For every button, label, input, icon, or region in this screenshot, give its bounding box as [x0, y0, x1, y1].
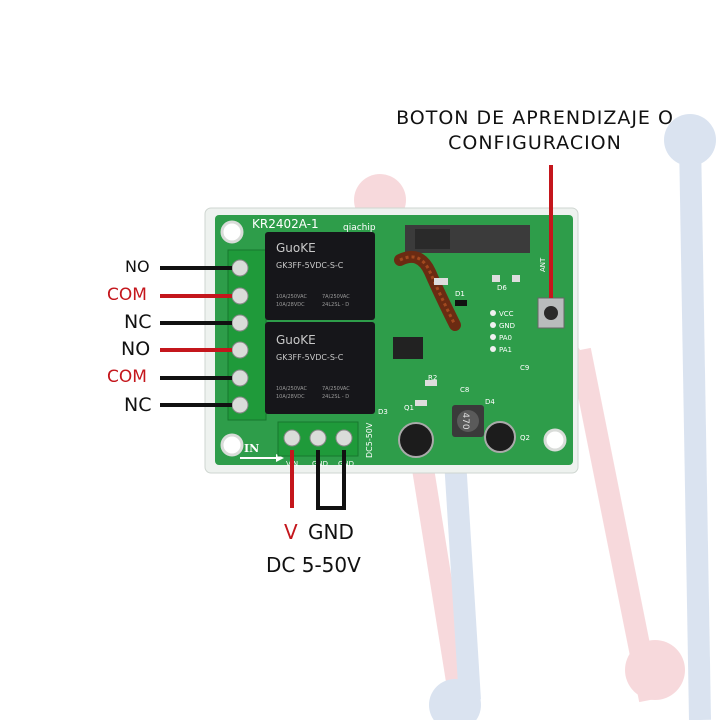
- terminal-screw: [231, 259, 249, 277]
- title-line-2: CONFIGURACION: [448, 131, 622, 154]
- r2-label: R2: [428, 374, 437, 382]
- mount-hole: [543, 428, 567, 452]
- relay-rating: 7A/250VAC: [322, 294, 350, 300]
- power-v-label: V: [284, 520, 298, 544]
- dc-range-label: DC5-50V: [365, 422, 374, 458]
- chip: [393, 337, 423, 359]
- d3-label: D3: [378, 408, 388, 416]
- power-gnd-label: GND: [308, 520, 354, 544]
- smd: [455, 300, 467, 306]
- q1-label: Q1: [404, 404, 414, 412]
- relay-1: GuoKE GK3FF-5VDC-S-C 10A/250VAC 10A/28VD…: [265, 232, 375, 320]
- relay-rating: 10A/28VDC: [276, 302, 305, 308]
- terminal-screw: [231, 314, 249, 332]
- terminal-screw: [309, 429, 327, 447]
- title-line-1: BOTON DE APRENDIZAJE O: [396, 107, 674, 129]
- relay-brand: GuoKE: [276, 241, 316, 255]
- relay-brand: GuoKE: [276, 333, 316, 347]
- smd: [425, 380, 437, 386]
- pin-pa0-label: PA0: [499, 334, 512, 342]
- gnd-label: GND: [338, 460, 354, 468]
- terminal-screw: [231, 341, 249, 359]
- smd: [512, 275, 520, 282]
- config-button-title: BOTON DE APRENDIZAJE O CONFIGURACION: [360, 106, 710, 155]
- ant-label: ANT: [539, 257, 547, 272]
- d1-label: D1: [455, 290, 465, 298]
- terminal-screw: [283, 429, 301, 447]
- relay-rating: 10A/250VAC: [276, 294, 307, 300]
- power-range-label: DC 5-50V: [266, 553, 361, 577]
- terminal-label-nc-2: NC: [124, 394, 152, 416]
- pin-gnd-label: GND: [499, 322, 515, 330]
- smd: [415, 400, 427, 406]
- relay-rating: 10A/28VDC: [276, 394, 305, 400]
- relay-rating: 24L2SL - D: [322, 394, 349, 400]
- board-brand-label: qiachip: [343, 223, 376, 233]
- terminal-label-com-2: COM: [107, 367, 147, 387]
- terminal-screw: [231, 287, 249, 305]
- capacitor: [398, 422, 434, 458]
- terminal-label-no-1: NO: [125, 257, 150, 276]
- relay-rating: 10A/250VAC: [276, 386, 307, 392]
- capacitor: [484, 421, 516, 453]
- relay-model: GK3FF-5VDC-S-C: [276, 353, 344, 362]
- wire-gnd: [316, 450, 346, 510]
- terminal-label-nc-1: NC: [124, 311, 152, 333]
- d4-label: D4: [485, 398, 495, 406]
- inductor-value: 470: [460, 412, 470, 429]
- terminal-label-no-2: NO: [121, 338, 151, 360]
- relay-rating: 24L2SL - D: [322, 302, 349, 308]
- d6-label: D6: [497, 284, 507, 292]
- pin-pa1-label: PA1: [499, 346, 512, 354]
- relay-model: GK3FF-5VDC-S-C: [276, 261, 344, 270]
- q2-label: Q2: [520, 434, 530, 442]
- mount-hole: [220, 433, 244, 457]
- learn-button-cap[interactable]: [544, 306, 558, 320]
- mount-hole: [220, 220, 244, 244]
- antenna-coil: [394, 251, 461, 331]
- pin-vcc-label: VCC: [499, 310, 514, 318]
- in-label: IN: [244, 442, 259, 455]
- terminal-screw: [335, 429, 353, 447]
- terminal-screw: [231, 369, 249, 387]
- board-model-label: KR2402A-1: [252, 217, 319, 231]
- c8-label: C8: [460, 386, 469, 394]
- smd: [492, 275, 500, 282]
- relay-rating: 7A/250VAC: [322, 386, 350, 392]
- c9-label: C9: [520, 364, 529, 372]
- smd: [434, 278, 448, 285]
- terminal-label-com-1: COM: [107, 285, 147, 305]
- relay-2: GuoKE GK3FF-5VDC-S-C 10A/250VAC 10A/28VD…: [265, 322, 375, 414]
- output-terminal-block: [227, 249, 267, 421]
- gnd-label: GND: [312, 460, 328, 468]
- terminal-screw: [231, 396, 249, 414]
